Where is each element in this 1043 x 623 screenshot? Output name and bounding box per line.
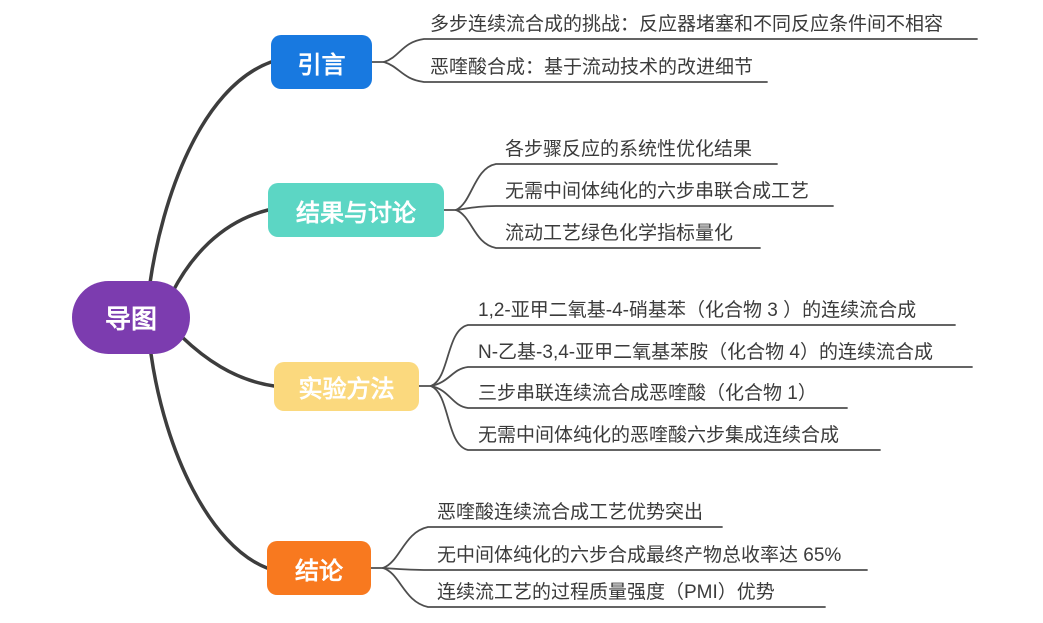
leaf-item[interactable]: 恶喹酸连续流合成工艺优势突出: [437, 502, 704, 523]
branch-leaf-link: [383, 61, 768, 83]
branch-node-conclusion[interactable]: 结论: [267, 541, 371, 595]
branch-leaf-link: [455, 163, 778, 211]
root-node[interactable]: 导图: [72, 281, 190, 354]
leaf-item[interactable]: 无需中间体纯化的六步串联合成工艺: [505, 181, 810, 202]
branch-leaf-link: [430, 324, 956, 387]
root-branch-link-conclusion: [149, 352, 269, 570]
root-branch-link-methods: [180, 335, 276, 388]
branch-node-label: 结论: [295, 557, 343, 585]
leaf-item[interactable]: 1,2-亚甲二氧基-4-硝基苯（化合物 3 ）的连续流合成: [478, 300, 917, 321]
branch-leaf-link: [430, 366, 973, 387]
branch-node-methods[interactable]: 实验方法: [274, 362, 419, 411]
branch-node-label: 结果与讨论: [296, 199, 416, 227]
root-branch-link-introduction: [148, 60, 273, 285]
branch-leaf-link: [430, 385, 848, 409]
leaf-item[interactable]: N-乙基-3,4-亚甲二氧基苯胺（化合物 4）的连续流合成: [478, 342, 933, 363]
root-node-label: 导图: [104, 304, 157, 334]
branch-leaf-link: [382, 567, 826, 608]
leaf-item[interactable]: 流动工艺绿色化学指标量化: [505, 223, 734, 244]
leaf-item[interactable]: 多步连续流合成的挑战：反应器堵塞和不同反应条件间不相容: [430, 14, 944, 35]
branch-node-label: 实验方法: [298, 376, 395, 403]
branch-node-results[interactable]: 结果与讨论: [268, 183, 444, 237]
branch-leaf-link: [430, 385, 881, 451]
branch-leaf-link: [383, 38, 978, 63]
branch-leaf-link: [382, 567, 868, 571]
leaf-item[interactable]: 三步串联连续流合成恶喹酸（化合物 1）: [478, 383, 817, 404]
leaf-item[interactable]: 各步骤反应的系统性优化结果: [505, 139, 753, 160]
branch-leaf-link: [455, 205, 834, 211]
leaf-item[interactable]: 无中间体纯化的六步合成最终产物总收率达 65%: [437, 545, 842, 566]
branch-node-label: 引言: [297, 51, 346, 79]
root-branch-link-results: [170, 208, 270, 295]
branch-node-introduction[interactable]: 引言: [271, 35, 372, 89]
leaf-item[interactable]: 无需中间体纯化的恶喹酸六步集成连续合成: [478, 425, 840, 446]
leaf-item[interactable]: 恶喹酸合成：基于流动技术的改进细节: [430, 57, 754, 78]
leaf-item[interactable]: 连续流工艺的过程质量强度（PMI）优势: [437, 582, 775, 603]
branch-leaf-link: [455, 209, 761, 249]
branch-leaf-link: [382, 526, 723, 569]
